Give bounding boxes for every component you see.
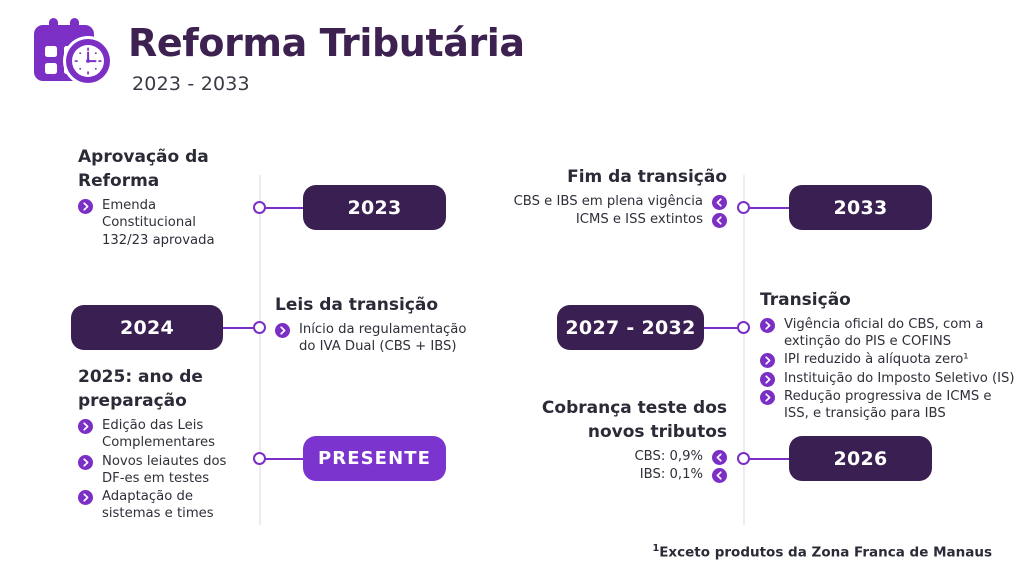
timeline-rail-right xyxy=(743,175,745,525)
calendar-clock-icon xyxy=(24,14,116,86)
timeline-rail-left xyxy=(259,175,261,525)
list-item: Início da regulamentação do IVA Dual (CB… xyxy=(275,321,475,355)
chevron-left-icon xyxy=(712,450,727,466)
timeline-node-presente[interactable] xyxy=(253,452,266,465)
chevron-right-icon xyxy=(760,389,775,405)
chevron-right-icon xyxy=(78,489,93,505)
block-heading: 2025: ano de preparação xyxy=(78,367,203,412)
block-leis-transicao: Leis da transição Início da regulamentaç… xyxy=(275,293,475,356)
footnote: 1Exceto produtos da Zona Franca de Manau… xyxy=(652,543,992,561)
list-item: IBS: 0,1% xyxy=(480,466,727,484)
chevron-left-icon xyxy=(712,195,727,211)
bullet-list: Início da regulamentação do IVA Dual (CB… xyxy=(275,321,475,355)
list-item: Adaptação de sistemas e times xyxy=(78,488,250,522)
block-transicao: Transição Vigência oficial do CBS, com a… xyxy=(760,288,1016,423)
chip-2027-2032[interactable]: 2027 - 2032 xyxy=(557,305,704,350)
timeline-node-2026[interactable] xyxy=(737,452,750,465)
bullet-list: CBS: 0,9% IBS: 0,1% xyxy=(480,448,727,484)
chip-2033[interactable]: 2033 xyxy=(789,185,932,230)
list-item-label: CBS: 0,9% xyxy=(634,449,703,465)
chevron-right-icon xyxy=(760,371,775,387)
timeline-node-2027-2032[interactable] xyxy=(737,321,750,334)
connector-presente xyxy=(264,457,304,460)
list-item: IPI reduzido à alíquota zero¹ xyxy=(760,351,1016,369)
list-item-label: IPI reduzido à alíquota zero¹ xyxy=(784,352,969,368)
block-cobranca-teste: Cobrança teste dos novos tributos CBS: 0… xyxy=(480,396,727,485)
list-item: Edição das Leis Complementares xyxy=(78,417,250,451)
footnote-marker: 1 xyxy=(652,542,660,554)
connector-2033 xyxy=(748,206,790,209)
list-item: CBS: 0,9% xyxy=(480,448,727,466)
connector-2024 xyxy=(221,326,259,329)
page-title: Reforma Tributária xyxy=(128,21,525,65)
block-heading: Transição xyxy=(760,290,851,310)
bullet-list: Emenda Constitucional 132/23 aprovada xyxy=(78,197,243,248)
block-heading: Leis da transição xyxy=(275,295,439,315)
list-item: Novos leiautes dos DF-es em testes xyxy=(78,453,250,487)
chip-presente[interactable]: PRESENTE xyxy=(303,436,446,481)
timeline-node-2023[interactable] xyxy=(253,201,266,214)
list-item-label: Novos leiautes dos DF-es em testes xyxy=(102,453,227,486)
chevron-right-icon xyxy=(760,318,775,334)
list-item: Redução progressiva de ICMS e ISS, e tra… xyxy=(760,388,1016,422)
list-item-label: Edição das Leis Complementares xyxy=(102,418,215,451)
chip-2024[interactable]: 2024 xyxy=(71,305,223,350)
bullet-list: Edição das Leis Complementares Novos lei… xyxy=(78,417,250,522)
chevron-left-icon xyxy=(712,468,727,484)
connector-2026 xyxy=(748,457,790,460)
list-item-label: Instituição do Imposto Seletivo (IS) xyxy=(784,370,1015,386)
list-item-label: CBS e IBS em plena vigência xyxy=(513,194,703,210)
list-item-label: IBS: 0,1% xyxy=(639,467,703,483)
list-item: Vigência oficial do CBS, com a extinção … xyxy=(760,316,1016,350)
list-item-label: ICMS e ISS extintos xyxy=(575,212,703,228)
block-preparacao: 2025: ano de preparação Edição das Leis … xyxy=(78,365,250,523)
chevron-right-icon xyxy=(78,419,93,435)
list-item-label: Início da regulamentação do IVA Dual (CB… xyxy=(299,322,467,355)
chevron-right-icon xyxy=(275,323,290,339)
block-aprovacao: Aprovação da Reforma Emenda Constitucion… xyxy=(78,145,243,250)
page-subtitle: 2023 - 2033 xyxy=(132,72,250,95)
block-heading: Fim da transição xyxy=(567,167,727,187)
connector-2023 xyxy=(264,206,304,209)
chip-2023[interactable]: 2023 xyxy=(303,185,446,230)
connector-2027-2032 xyxy=(702,326,743,329)
list-item-label: Vigência oficial do CBS, com a extinção … xyxy=(784,317,984,350)
chevron-right-icon xyxy=(78,454,93,470)
list-item-label: Redução progressiva de ICMS e ISS, e tra… xyxy=(784,388,992,421)
block-heading: Aprovação da Reforma xyxy=(78,147,209,192)
chevron-left-icon xyxy=(712,213,727,229)
list-item: Emenda Constitucional 132/23 aprovada xyxy=(78,197,243,248)
timeline-node-2024[interactable] xyxy=(253,321,266,334)
list-item: CBS e IBS em plena vigência xyxy=(480,193,727,211)
list-item-label: Adaptação de sistemas e times xyxy=(102,488,214,522)
block-heading: Cobrança teste dos novos tributos xyxy=(541,398,727,443)
chevron-right-icon xyxy=(760,353,775,369)
list-item-label: Emenda Constitucional 132/23 aprovada xyxy=(102,198,215,248)
bullet-list: Vigência oficial do CBS, com a extinção … xyxy=(760,316,1016,422)
list-item: ICMS e ISS extintos xyxy=(480,211,727,229)
chevron-right-icon xyxy=(78,199,93,215)
chip-2026[interactable]: 2026 xyxy=(789,436,932,481)
list-item: Instituição do Imposto Seletivo (IS) xyxy=(760,370,1016,387)
timeline-node-2033[interactable] xyxy=(737,201,750,214)
bullet-list: CBS e IBS em plena vigência ICMS e ISS e… xyxy=(480,193,727,229)
block-fim-transicao: Fim da transição CBS e IBS em plena vigê… xyxy=(480,165,727,229)
footnote-text: Exceto produtos da Zona Franca de Manaus xyxy=(659,544,992,560)
header: Reforma Tributária 2023 - 2033 xyxy=(24,14,525,95)
